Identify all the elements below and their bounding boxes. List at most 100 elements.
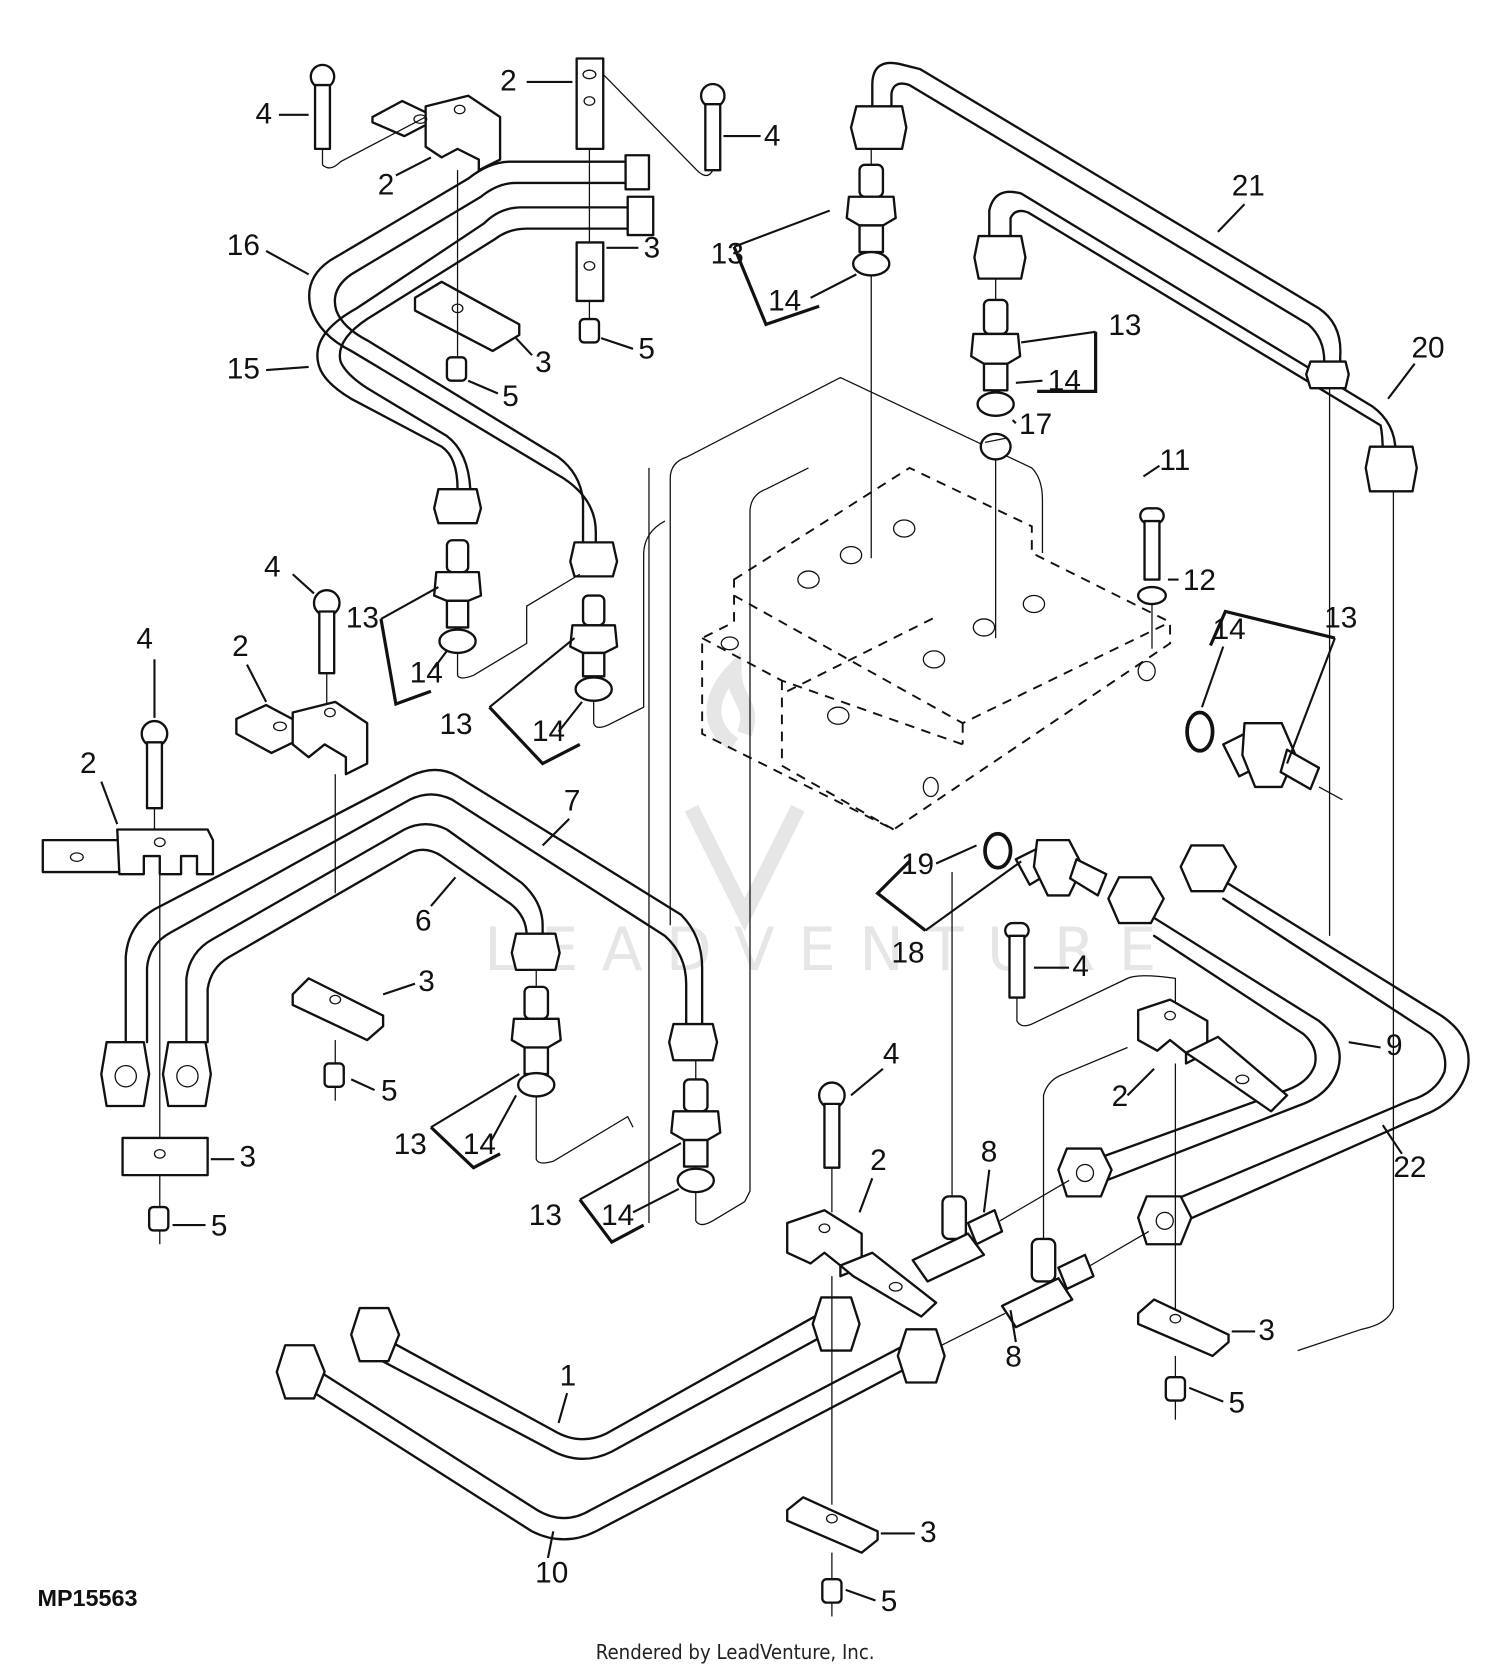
tube-fitting-end (624, 154, 651, 191)
port-hole (922, 776, 939, 798)
callout-label[interactable]: 12 (1183, 564, 1216, 597)
callout-label[interactable]: 3 (418, 965, 435, 998)
hydraulic-line-21 (871, 61, 1342, 374)
fitting-nut (973, 234, 1027, 280)
callout-label[interactable]: 3 (644, 231, 661, 264)
callout-label[interactable]: 14 (463, 1128, 496, 1161)
port-hole (892, 519, 916, 538)
bolt (140, 719, 169, 830)
callout-label[interactable]: 8 (981, 1135, 998, 1168)
clamp-block (235, 700, 369, 894)
callout-label[interactable]: 9 (1386, 1029, 1403, 1062)
hydraulic-line-6 (185, 823, 544, 1044)
fitting-nut (100, 1041, 151, 1108)
port-hole (826, 706, 850, 725)
callout-label[interactable]: 5 (502, 380, 519, 413)
callout-label[interactable]: 6 (415, 905, 432, 938)
callout-label[interactable]: 4 (764, 120, 781, 153)
port-hole (1137, 660, 1156, 682)
port-hole (972, 618, 996, 637)
hydraulic-line-15 (316, 206, 629, 491)
nut (821, 1578, 843, 1604)
callout-label[interactable]: 11 (1159, 444, 1190, 477)
callout-label[interactable]: 13 (1324, 601, 1357, 634)
callout-label[interactable]: 7 (564, 784, 581, 817)
callout-label[interactable]: 13 (529, 1199, 562, 1232)
callout-label[interactable]: 10 (535, 1556, 568, 1589)
callout-label[interactable]: 20 (1411, 331, 1444, 364)
callout-label[interactable]: 14 (768, 285, 801, 318)
callout-label[interactable]: 4 (883, 1037, 900, 1070)
callout-label[interactable]: 21 (1232, 170, 1265, 203)
callout-label[interactable]: 5 (381, 1075, 398, 1108)
callout-label[interactable]: 2 (232, 630, 249, 663)
fitting-nut (811, 1296, 861, 1352)
nut (147, 1205, 170, 1232)
callout-label[interactable]: 14 (1048, 364, 1081, 397)
clamp-plate (1136, 1298, 1230, 1420)
callout-label[interactable]: 3 (535, 346, 552, 379)
clamp-block (371, 94, 502, 172)
callout-label[interactable]: 1 (560, 1360, 577, 1393)
callout-label[interactable]: 22 (1393, 1151, 1426, 1184)
valve-block (648, 376, 1172, 1223)
fitting-nut (350, 1306, 401, 1363)
callout-label[interactable]: 14 (601, 1199, 634, 1232)
clamp-plate (413, 170, 521, 382)
callout-label[interactable]: 2 (870, 1144, 887, 1177)
watermark-text: LEADVENTURE (484, 916, 1180, 985)
callout-label[interactable]: 4 (255, 97, 272, 130)
watermark-logo: LEADVENTURE (484, 652, 1180, 985)
clamp-block (41, 828, 215, 1149)
callout-label[interactable]: 3 (240, 1141, 257, 1174)
hydraulic-line-22 (1168, 879, 1470, 1225)
callout-label[interactable]: 5 (1229, 1386, 1246, 1419)
fitting-nut (1364, 445, 1418, 493)
port-hole (922, 650, 946, 669)
clamp-block (786, 1209, 938, 1318)
callout-label[interactable]: 5 (638, 332, 655, 365)
callout-labels: 4 2 2 4 2 3 5 16 15 3 5 13 14 21 13 14 1… (80, 64, 1445, 1618)
clamp-plate (121, 1136, 209, 1245)
callout-label[interactable]: 2 (1112, 1080, 1129, 1113)
callout-label[interactable]: 2 (500, 64, 517, 97)
port-hole (1022, 594, 1046, 614)
callout-label[interactable]: 2 (378, 169, 395, 202)
callout-label[interactable]: 4 (1072, 950, 1089, 983)
callout-brackets (379, 209, 1336, 1245)
callout-label[interactable]: 13 (394, 1128, 427, 1161)
callout-label[interactable]: 13 (1108, 309, 1141, 342)
callout-label[interactable]: 5 (881, 1585, 898, 1618)
fitting-nut (1057, 1147, 1113, 1198)
fitting-nut (896, 1328, 946, 1384)
callout-label[interactable]: 3 (1258, 1314, 1275, 1347)
callout-label[interactable]: 13 (346, 601, 379, 634)
adapter-fitting (432, 520, 666, 729)
callout-label[interactable]: 18 (891, 936, 924, 969)
callout-label[interactable]: 14 (1213, 613, 1246, 646)
bolt (309, 63, 426, 169)
fitting-nut (1179, 844, 1238, 893)
callout-label[interactable]: 2 (80, 747, 97, 780)
lock-washer (1136, 585, 1167, 606)
callout-label[interactable]: 19 (901, 848, 934, 881)
callout-label[interactable]: 17 (1019, 408, 1052, 441)
nut (445, 356, 468, 382)
clamp-plate (786, 1496, 879, 1617)
callout-label[interactable]: 3 (920, 1516, 937, 1549)
callout-label[interactable]: 14 (532, 715, 565, 748)
callout-label[interactable]: 15 (227, 353, 260, 386)
callout-label[interactable]: 13 (711, 238, 744, 271)
callout-label[interactable]: 13 (439, 708, 472, 741)
pipe-tee (911, 1179, 1070, 1283)
fitting-nut (275, 1344, 326, 1400)
fitting-nut (1305, 360, 1350, 390)
callout-label[interactable]: 5 (211, 1210, 228, 1243)
figure-id: MP15563 (37, 1585, 137, 1611)
callout-label[interactable]: 4 (136, 623, 153, 656)
fitting-nut (161, 1041, 212, 1108)
callout-label[interactable]: 8 (1005, 1341, 1022, 1374)
callout-label[interactable]: 4 (264, 550, 281, 583)
render-credit: Rendered by LeadVenture, Inc. (596, 1640, 875, 1664)
callout-label[interactable]: 16 (227, 229, 260, 262)
